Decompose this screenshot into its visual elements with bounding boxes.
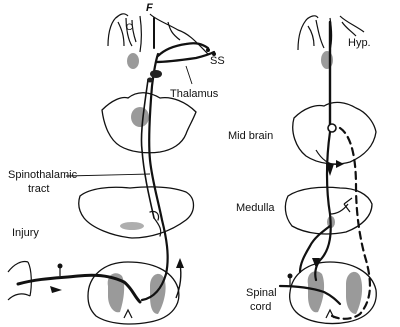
thalamo-cortical-fiber-1 — [158, 43, 208, 56]
left-nerve-fibers — [18, 18, 214, 302]
label-spinal-line1: Spinal — [246, 287, 277, 299]
label-hyp: Hyp. — [348, 37, 371, 49]
label-spinothalamic-line1: Spinothalamic — [8, 169, 78, 181]
label-injury: Injury — [12, 227, 39, 239]
collateral-branch — [150, 211, 161, 236]
left-midbrain-aqueduct — [131, 107, 149, 127]
label-mid-brain: Mid brain — [228, 130, 273, 142]
left-medulla-nucleus — [120, 222, 144, 230]
left-medulla-section — [79, 187, 194, 238]
thalamo-cortical-fiber-2 — [156, 52, 214, 62]
ascending-direction-arrow-icon — [176, 264, 181, 298]
left-spinal-fissure — [124, 310, 132, 318]
left-leader-lines — [66, 66, 192, 176]
secondary-ascending-fiber — [141, 80, 154, 218]
left-stippling — [108, 53, 166, 314]
label-spinothalamic-line2: tract — [28, 183, 49, 195]
right-receptor-knob — [288, 274, 293, 279]
afferent-direction-arrow-icon — [50, 286, 62, 293]
label-spinal-line2: cord — [250, 301, 271, 313]
right-spinal-cord-section — [290, 262, 377, 324]
label-ss: SS — [210, 55, 225, 67]
label-f: F — [146, 2, 153, 14]
label-thalamus: Thalamus — [170, 88, 219, 100]
thalamus-nucleus — [147, 70, 162, 83]
midbrain-descending-fiber — [315, 132, 330, 280]
label-medulla: Medulla — [236, 202, 275, 214]
midbrain-relay-node — [328, 124, 336, 132]
synapse-fork-icon — [344, 198, 352, 212]
right-spinal-grey-matter-right — [346, 272, 362, 314]
left-cortex-nucleus — [127, 53, 139, 69]
receptor-knob — [58, 264, 63, 269]
label-c: C — [126, 22, 133, 32]
midbrain-curve-arrowhead-icon — [336, 160, 344, 168]
ascending-arrowhead-icon — [176, 258, 184, 268]
right-midbrain-section — [293, 102, 376, 164]
